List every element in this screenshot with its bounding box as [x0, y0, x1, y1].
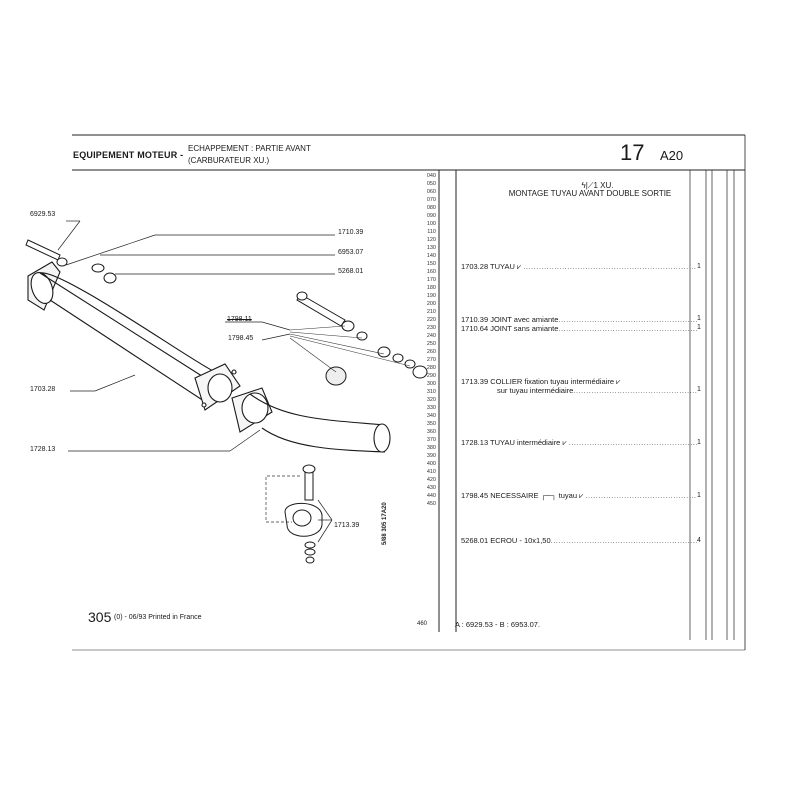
row-number: 210 [426, 309, 436, 315]
part-qty: 1 [697, 315, 701, 322]
part-text: sur tuyau intermédiaire [497, 386, 574, 395]
row-number: 080 [426, 205, 436, 211]
row-number: 240 [426, 333, 436, 339]
part-row: 1728.13 TUYAU intermédiaire ⩗ ..........… [461, 438, 697, 447]
part-row: 5268.01 ECROU - 10x1,50.................… [461, 536, 697, 545]
label-6953: 6953.07 [338, 249, 364, 256]
row-number: 200 [426, 301, 436, 307]
part-qty: 1 [697, 324, 701, 331]
section-number: 17 [620, 140, 645, 165]
row-number: 440 [426, 493, 436, 499]
collar-drawing [284, 464, 323, 564]
table-title: MONTAGE TUYAU AVANT DOUBLE SORTIE [508, 189, 672, 198]
subtitle-line2: (CARBURATEUR XU.) [188, 156, 270, 165]
row-number: 400 [426, 461, 436, 467]
section-code: A20 [660, 148, 684, 163]
row-number: 050 [426, 181, 436, 187]
part-row: sur tuyau intermédiaire.................… [497, 386, 697, 395]
intermediate-pipe-drawing [231, 387, 391, 453]
row-number: 450 [426, 501, 436, 507]
row-number: 340 [426, 413, 436, 419]
row-number: 140 [426, 253, 436, 259]
part-qty: 1 [697, 263, 701, 270]
row-number: 330 [426, 405, 436, 411]
stud-drawing [25, 239, 117, 284]
row-number: 250 [426, 341, 436, 347]
row-number: 380 [426, 445, 436, 451]
part-row: 1703.28 TUYAU ⩗ ........................… [461, 262, 697, 271]
row-number: 420 [426, 477, 436, 483]
row-number: 430 [426, 485, 436, 491]
kit-drawing [296, 291, 428, 386]
row-number: 090 [426, 213, 436, 219]
row-number: 390 [426, 453, 436, 459]
row-number-460: 460 [417, 621, 428, 627]
row-number: 280 [426, 365, 436, 371]
row-number: 100 [426, 221, 436, 227]
part-row: 1710.64 JOINT sans amiante..............… [461, 324, 697, 333]
label-1713: 1713.39 [334, 522, 360, 529]
part-text: 1710.64 JOINT sans amiante [461, 324, 559, 333]
label-1798-45: 1798.45 [228, 335, 254, 342]
row-number: 300 [426, 381, 436, 387]
page-number: 305 [88, 609, 112, 625]
row-number: 290 [426, 373, 436, 379]
row-number: 170 [426, 277, 436, 283]
label-6929: 6929.53 [30, 211, 56, 218]
part-row: 1713.39 COLLIER fixation tuyau intermédi… [461, 377, 697, 387]
reference-note: A : 6929.53 - B : 6953.07. [455, 620, 541, 629]
label-1798-11: 1798.11 [227, 316, 252, 323]
row-number: 190 [426, 293, 436, 299]
row-number: 310 [426, 389, 436, 395]
row-number: 270 [426, 357, 436, 363]
row-number: 360 [426, 429, 436, 435]
label-1710: 1710.39 [338, 229, 364, 236]
leader-lines [57, 220, 335, 543]
row-number: 350 [426, 421, 436, 427]
row-number: 370 [426, 437, 436, 443]
part-qty: 1 [697, 439, 701, 446]
part-qty: 1 [697, 492, 701, 499]
row-number: 110 [427, 229, 436, 235]
row-number: 410 [426, 469, 436, 475]
row-number: 070 [426, 197, 436, 203]
label-1728: 1728.13 [30, 446, 56, 453]
label-5268: 5268.01 [338, 268, 364, 275]
row-number: 320 [426, 397, 436, 403]
part-text: 1713.39 COLLIER fixation tuyau intermédi… [461, 377, 621, 386]
part-text: 1703.28 TUYAU ⩗ [461, 262, 522, 271]
subtitle-line1: ECHAPPEMENT : PARTIE AVANT [188, 144, 311, 153]
label-1703: 1703.28 [30, 386, 56, 393]
row-number: 260 [426, 349, 436, 355]
part-row: 1798.45 NECESSAIRE ┌─┐ tuyau ⩗ .........… [461, 491, 697, 500]
part-text: 5268.01 ECROU - 10x1,50 [461, 536, 551, 545]
row-number: 060 [426, 189, 436, 195]
row-number: 130 [426, 245, 436, 251]
part-text: 1798.45 NECESSAIRE ┌─┐ tuyau ⩗ [461, 491, 584, 500]
row-number: 120 [426, 237, 436, 243]
part-qty: 4 [697, 537, 701, 544]
row-number: 150 [426, 261, 436, 267]
part-text: 1728.13 TUYAU intermédiaire ⩗ [461, 438, 567, 447]
row-number: 160 [426, 269, 436, 275]
table-title-symbol: ϟ|⟋1 XU. [581, 181, 614, 190]
part-text: 1710.39 JOINT avec amiante [461, 315, 559, 324]
vertical-reference: 5/88 305 17A20 [382, 502, 388, 545]
part-row: 1710.39 JOINT avec amiante..............… [461, 315, 697, 324]
row-number-column: 040 050 060 070 080 090 100 110 120 130 140 150 160 1… [414, 172, 436, 508]
front-pipe-drawing [27, 261, 241, 411]
page-footer-text: (0) - 06/93 Printed in France [114, 614, 202, 621]
part-qty: 1 [697, 386, 701, 393]
row-number: 230 [426, 325, 436, 331]
row-number: 040 [426, 173, 436, 179]
section-title: EQUIPEMENT MOTEUR - [73, 150, 184, 160]
row-number: 180 [426, 285, 436, 291]
row-number: 220 [426, 317, 436, 323]
